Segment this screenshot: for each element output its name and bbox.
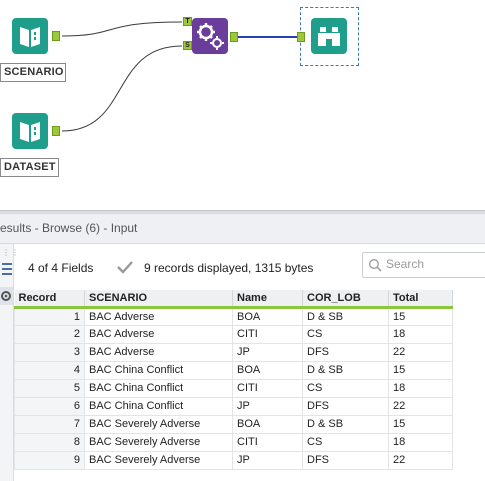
record-cell[interactable]: 7 xyxy=(14,414,85,434)
name-cell[interactable]: CITI xyxy=(232,324,303,344)
column-header-record[interactable]: Record xyxy=(14,290,85,309)
results-title-text: esults - Browse (6) - Input xyxy=(0,221,138,235)
cell-viewer-button[interactable] xyxy=(0,287,13,305)
total-cell[interactable]: 18 xyxy=(388,432,453,452)
column-header-total[interactable]: Total xyxy=(388,290,453,309)
browse-input-anchor[interactable] xyxy=(297,32,305,42)
column-header-cor-lob[interactable]: COR_LOB xyxy=(302,290,389,309)
cor-lob-cell[interactable]: D & SB xyxy=(302,306,389,326)
cor-lob-cell[interactable]: DFS xyxy=(302,450,389,470)
book-input-icon xyxy=(20,122,40,142)
cor-lob-cell[interactable]: DFS xyxy=(302,396,389,416)
checkmark-icon xyxy=(117,261,133,274)
total-cell[interactable]: 18 xyxy=(388,324,453,344)
total-cell[interactable]: 18 xyxy=(388,378,453,398)
scenario-tool-label: SCENARIO xyxy=(0,63,66,82)
scenario-cell[interactable]: BAC Severely Adverse xyxy=(84,414,233,434)
table-row[interactable]: 8 BAC Severely Adverse CITI CS 18 xyxy=(14,432,453,452)
scenario-input-tool[interactable] xyxy=(12,18,48,54)
table-row[interactable]: 2 BAC Adverse CITI CS 18 xyxy=(14,324,453,344)
workflow-canvas[interactable]: SCENARIO DATASET T S xyxy=(0,0,485,210)
record-cell[interactable]: 3 xyxy=(14,342,85,362)
browse-tool[interactable] xyxy=(311,18,347,54)
wire-scenario-to-macro xyxy=(61,21,183,37)
table-row[interactable]: 6 BAC China Conflict JP DFS 22 xyxy=(14,396,453,416)
cor-lob-cell[interactable]: CS xyxy=(302,432,389,452)
name-cell[interactable]: BOA xyxy=(232,414,303,434)
dataset-tool-label: DATASET xyxy=(0,158,59,177)
results-toolbar: 4 of 4 Fields 9 records displayed, 1315 … xyxy=(14,248,485,286)
total-cell[interactable]: 22 xyxy=(388,396,453,416)
macro-input-anchor-t[interactable]: T xyxy=(183,17,192,26)
total-cell[interactable]: 15 xyxy=(388,306,453,326)
name-cell[interactable]: JP xyxy=(232,342,303,362)
records-info-text: 9 records displayed, 1315 bytes xyxy=(144,261,314,275)
record-cell[interactable]: 2 xyxy=(14,324,85,344)
scenario-cell[interactable]: BAC China Conflict xyxy=(84,360,233,380)
book-input-icon xyxy=(20,27,40,47)
total-cell[interactable]: 15 xyxy=(388,414,453,434)
cor-lob-cell[interactable]: D & SB xyxy=(302,360,389,380)
scenario-cell[interactable]: BAC Severely Adverse xyxy=(84,450,233,470)
total-cell[interactable]: 15 xyxy=(388,360,453,380)
search-placeholder: Search xyxy=(386,257,425,271)
total-cell[interactable]: 22 xyxy=(388,450,453,470)
gears-icon xyxy=(197,23,224,50)
grid-header-row: Record SCENARIO Name COR_LOB Total xyxy=(14,290,453,309)
column-header-name[interactable]: Name xyxy=(232,290,303,309)
scenario-cell[interactable]: BAC China Conflict xyxy=(84,378,233,398)
rail-grip-icon: ⋮⋮ xyxy=(2,248,20,257)
table-row[interactable]: 5 BAC China Conflict CITI CS 18 xyxy=(14,378,453,398)
connection-wires xyxy=(61,21,298,132)
scenario-output-anchor[interactable] xyxy=(52,31,60,41)
search-icon xyxy=(369,259,382,272)
fields-selector-dropdown[interactable]: 4 of 4 Fields xyxy=(28,261,94,275)
record-cell[interactable]: 8 xyxy=(14,432,85,452)
wire-dataset-to-macro xyxy=(61,45,183,132)
macro-tool[interactable] xyxy=(192,18,228,54)
cor-lob-cell[interactable]: CS xyxy=(302,378,389,398)
cor-lob-cell[interactable]: DFS xyxy=(302,342,389,362)
name-cell[interactable]: JP xyxy=(232,396,303,416)
results-left-rail: ⋮⋮ xyxy=(0,244,19,481)
cor-lob-cell[interactable]: CS xyxy=(302,324,389,344)
dataset-input-tool[interactable] xyxy=(12,113,48,149)
table-view-button[interactable] xyxy=(0,260,13,278)
name-cell[interactable]: JP xyxy=(232,450,303,470)
scenario-cell[interactable]: BAC Adverse xyxy=(84,306,233,326)
table-row[interactable]: 4 BAC China Conflict BOA D & SB 15 xyxy=(14,360,453,380)
record-cell[interactable]: 5 xyxy=(14,378,85,398)
name-cell[interactable]: BOA xyxy=(232,306,303,326)
scenario-cell[interactable]: BAC Adverse xyxy=(84,324,233,344)
macro-output-anchor[interactable] xyxy=(230,32,238,42)
total-cell[interactable]: 22 xyxy=(388,342,453,362)
list-view-icon xyxy=(2,263,12,275)
record-cell[interactable]: 6 xyxy=(14,396,85,416)
scenario-cell[interactable]: BAC China Conflict xyxy=(84,396,233,416)
search-input[interactable]: Search xyxy=(362,252,485,278)
cor-lob-cell[interactable]: D & SB xyxy=(302,414,389,434)
scenario-cell[interactable]: BAC Severely Adverse xyxy=(84,432,233,452)
results-splitter[interactable] xyxy=(0,210,485,214)
table-row[interactable]: 7 BAC Severely Adverse BOA D & SB 15 xyxy=(14,414,453,434)
name-cell[interactable]: CITI xyxy=(232,432,303,452)
name-cell[interactable]: BOA xyxy=(232,360,303,380)
record-cell[interactable]: 9 xyxy=(14,450,85,470)
results-data-grid[interactable]: Record SCENARIO Name COR_LOB Total 1 BAC… xyxy=(14,290,453,470)
macro-input-anchor-s[interactable]: S xyxy=(183,41,192,50)
results-window-title: esults - Browse (6) - Input xyxy=(0,214,485,244)
dataset-output-anchor[interactable] xyxy=(52,126,60,136)
record-cell[interactable]: 4 xyxy=(14,360,85,380)
table-row[interactable]: 9 BAC Severely Adverse JP DFS 22 xyxy=(14,450,453,470)
results-panel: ⋮⋮ 4 of 4 Fields 9 records displaye xyxy=(0,244,485,481)
record-cell[interactable]: 1 xyxy=(14,306,85,326)
gear-cell-icon xyxy=(1,291,11,301)
table-row[interactable]: 1 BAC Adverse BOA D & SB 15 xyxy=(14,306,453,326)
table-row[interactable]: 3 BAC Adverse JP DFS 22 xyxy=(14,342,453,362)
column-header-scenario[interactable]: SCENARIO xyxy=(84,290,233,309)
binoculars-icon xyxy=(318,27,340,46)
name-cell[interactable]: CITI xyxy=(232,378,303,398)
scenario-cell[interactable]: BAC Adverse xyxy=(84,342,233,362)
